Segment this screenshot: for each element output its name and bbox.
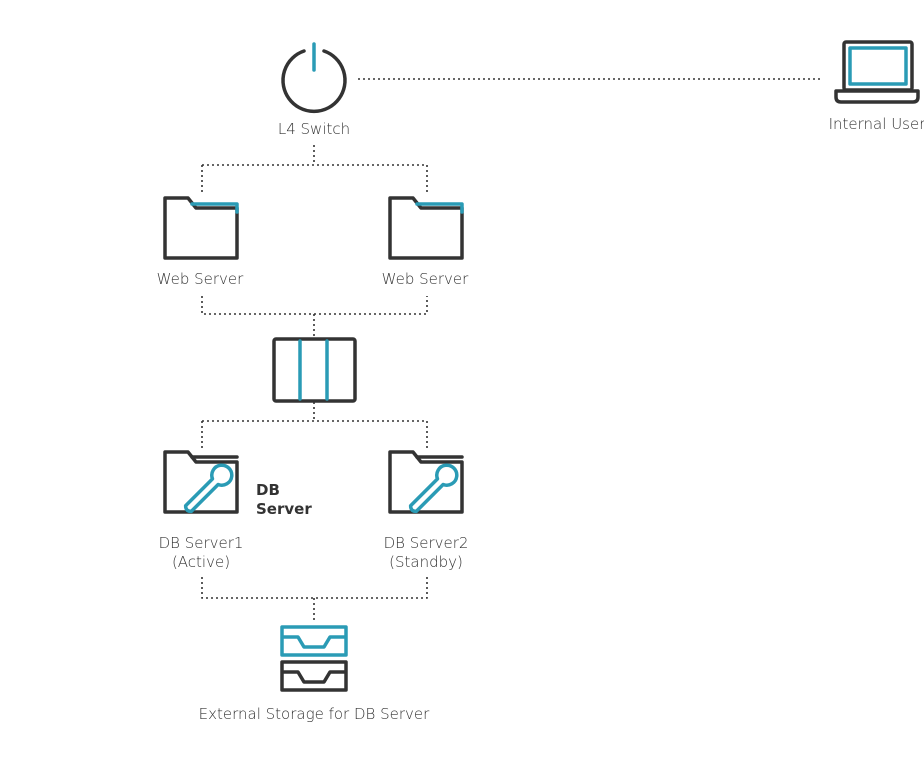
l4-switch-label: L4 Switch xyxy=(278,120,350,138)
web-server-1-node[interactable]: Web Server xyxy=(157,196,244,288)
web-server-2-label: Web Server xyxy=(382,270,469,288)
db-server-2-label-line1: DB Server2 xyxy=(384,534,469,552)
web-server-2-node[interactable]: Web Server xyxy=(382,196,469,288)
external-storage-label: External Storage for DB Server xyxy=(199,705,430,723)
connector-balancer-to-db xyxy=(201,402,428,448)
power-icon xyxy=(281,42,347,114)
connector-db-to-storage xyxy=(201,577,428,622)
web-server-1-label: Web Server xyxy=(157,270,244,288)
db-group-label-line2: Server xyxy=(256,500,312,518)
columns-icon xyxy=(272,337,357,403)
db-server-1-label-line1: DB Server1 xyxy=(159,534,244,552)
external-storage-node[interactable]: External Storage for DB Server xyxy=(199,625,430,723)
connector-web-to-balancer xyxy=(201,296,428,336)
l4-switch-node[interactable]: L4 Switch xyxy=(278,42,350,138)
load-balancer-node[interactable] xyxy=(272,337,357,403)
db-server-1-node[interactable]: DB Server1 (Active) xyxy=(159,450,244,571)
db-server-2-node[interactable]: DB Server2 (Standby) xyxy=(384,450,469,571)
folder-wrench-icon xyxy=(163,450,239,514)
connectors xyxy=(201,78,820,622)
storage-tray-icon xyxy=(280,625,348,692)
db-server-2-label-line2: (Standby) xyxy=(389,553,463,571)
db-server-group-label: DB Server xyxy=(256,481,312,518)
internal-user-label: Internal User xyxy=(829,115,924,133)
folder-icon xyxy=(163,196,239,260)
internal-user-node[interactable]: Internal User xyxy=(829,40,924,133)
db-group-label-line1: DB xyxy=(256,481,280,499)
db-server-1-label-line2: (Active) xyxy=(172,553,230,571)
connector-switch-to-web xyxy=(201,145,428,195)
folder-icon xyxy=(388,196,464,260)
folder-wrench-icon xyxy=(388,450,464,514)
laptop-icon xyxy=(834,40,920,104)
